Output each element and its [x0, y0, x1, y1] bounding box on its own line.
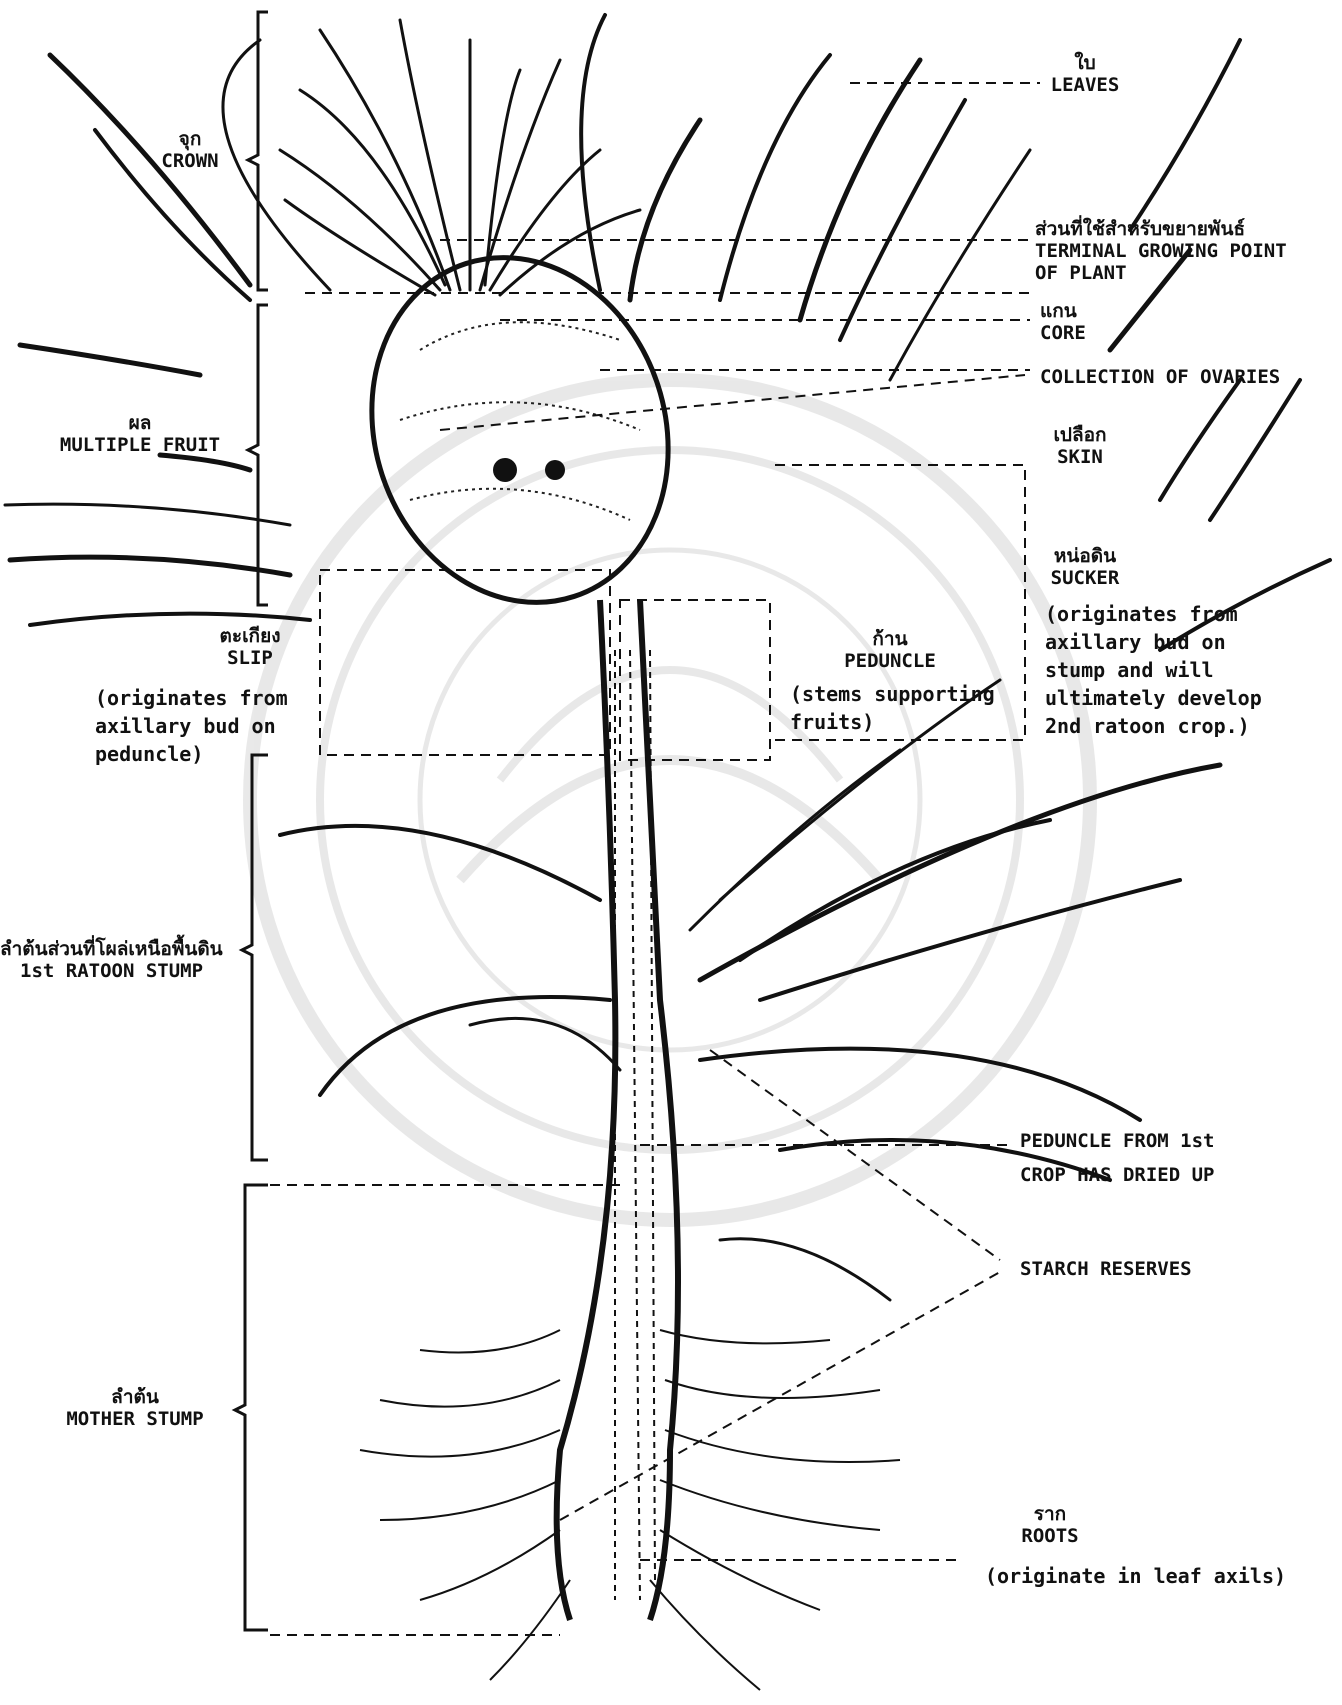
peduncle-dried-line2: CROP HAS DRIED UP [1020, 1164, 1214, 1186]
skin-label: เปลือก SKIN [1053, 424, 1106, 468]
terminal-label: ส่วนที่ใช้สำหรับขยายพันธ์ TERMINAL GROWI… [1035, 218, 1287, 284]
terminal-en2: OF PLANT [1035, 262, 1287, 284]
starch-label: STARCH RESERVES [1020, 1258, 1192, 1280]
slip-note: (originates from axillary bud on peduncl… [95, 684, 288, 768]
ratoon-stump-thai: ลำต้นส่วนที่โผล่เหนือพื้นดิน [0, 938, 223, 960]
leaves-thai: ใบ [1051, 52, 1120, 74]
slip-note-3: peduncle) [95, 740, 288, 768]
sucker-note-5: 2nd ratoon crop.) [1045, 712, 1262, 740]
ratoon-stump-en: 1st RATOON STUMP [0, 960, 223, 982]
peduncle-note-1: (stems supporting [790, 680, 995, 708]
sucker-note-4: ultimately develop [1045, 684, 1262, 712]
ovaries-label: COLLECTION OF OVARIES [1040, 366, 1280, 388]
core-en: CORE [1040, 322, 1086, 344]
multiple-fruit-label: ผล MULTIPLE FRUIT [60, 412, 220, 456]
mother-stump-label: ลำต้น MOTHER STUMP [66, 1386, 203, 1430]
stem-drawing [557, 600, 678, 1620]
terminal-en1: TERMINAL GROWING POINT [1035, 240, 1287, 262]
roots-label: ราก ROOTS [1021, 1503, 1078, 1547]
slip-note-1: (originates from [95, 684, 288, 712]
crown-drawing [280, 20, 640, 295]
slip-note-2: axillary bud on [95, 712, 288, 740]
multiple-fruit-thai: ผล [60, 412, 220, 434]
roots-thai: ราก [1021, 1503, 1078, 1525]
sucker-note-2: axillary bud on [1045, 628, 1262, 656]
leaves-en: LEAVES [1051, 74, 1120, 96]
core-label: แกน CORE [1040, 300, 1086, 344]
sucker-en: SUCKER [1051, 567, 1120, 589]
leaves-label: ใบ LEAVES [1051, 52, 1120, 96]
sucker-label: หน่อดิน SUCKER [1051, 545, 1120, 589]
fruit-drawing [328, 219, 712, 641]
crown-thai: จุก [161, 128, 218, 150]
core-thai: แกน [1040, 300, 1086, 322]
skin-en: SKIN [1053, 446, 1106, 468]
roots-en: ROOTS [1021, 1525, 1078, 1547]
crown-label: จุก CROWN [161, 128, 218, 172]
skin-thai: เปลือก [1053, 424, 1106, 446]
roots-note-text: (originate in leaf axils) [985, 1564, 1286, 1588]
section-braces [235, 12, 268, 1630]
peduncle-dried-line1: PEDUNCLE FROM 1st [1020, 1130, 1214, 1152]
slip-en: SLIP [220, 647, 281, 669]
peduncle-thai: ก้าน [844, 628, 936, 650]
peduncle-note: (stems supporting fruits) [790, 680, 995, 736]
sucker-thai: หน่อดิน [1051, 545, 1120, 567]
slip-label: ตะเกียง SLIP [220, 625, 281, 669]
peduncle-note-2: fruits) [790, 708, 995, 736]
starch-en: STARCH RESERVES [1020, 1258, 1192, 1280]
ratoon-stump-label: ลำต้นส่วนที่โผล่เหนือพื้นดิน 1st RATOON … [0, 938, 223, 982]
slip-thai: ตะเกียง [220, 625, 281, 647]
roots-note: (originate in leaf axils) [985, 1562, 1286, 1590]
peduncle-en: PEDUNCLE [844, 650, 936, 672]
terminal-thai: ส่วนที่ใช้สำหรับขยายพันธ์ [1035, 218, 1287, 240]
mother-stump-en: MOTHER STUMP [66, 1408, 203, 1430]
peduncle-label: ก้าน PEDUNCLE [844, 628, 936, 672]
sucker-note-1: (originates from [1045, 600, 1262, 628]
mother-stump-thai: ลำต้น [66, 1386, 203, 1408]
crown-en: CROWN [161, 150, 218, 172]
sucker-note-3: stump and will [1045, 656, 1262, 684]
multiple-fruit-en: MULTIPLE FRUIT [60, 434, 220, 456]
ovaries-en: COLLECTION OF OVARIES [1040, 366, 1280, 388]
peduncle-dried-label: PEDUNCLE FROM 1st CROP HAS DRIED UP [1020, 1130, 1214, 1186]
sucker-note: (originates from axillary bud on stump a… [1045, 600, 1262, 740]
